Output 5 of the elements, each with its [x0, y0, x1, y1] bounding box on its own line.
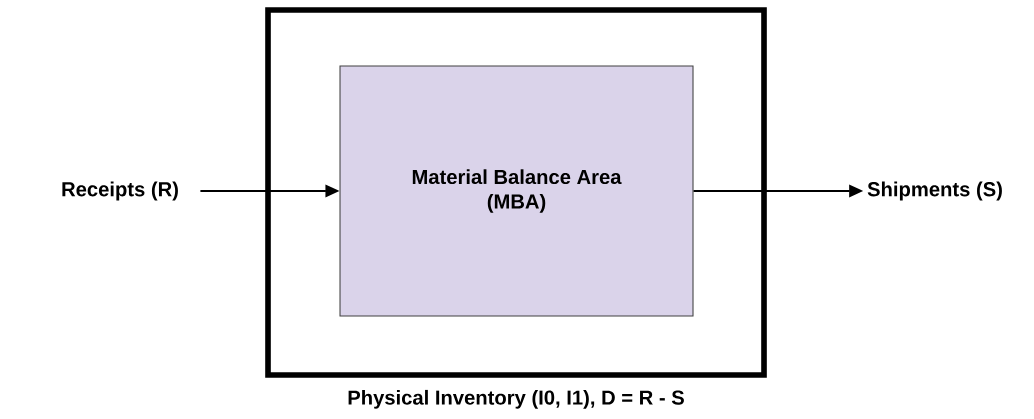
area-box: Material Balance Area (MBA) — [339, 65, 694, 317]
boundary-box — [265, 7, 767, 378]
flow-label: Receipts (R) — [62, 181, 178, 201]
caption-text: Physical Inventory (I0, I1), D = R - S — [348, 389, 684, 409]
flow-label: Shipments (S) — [867, 181, 1002, 201]
